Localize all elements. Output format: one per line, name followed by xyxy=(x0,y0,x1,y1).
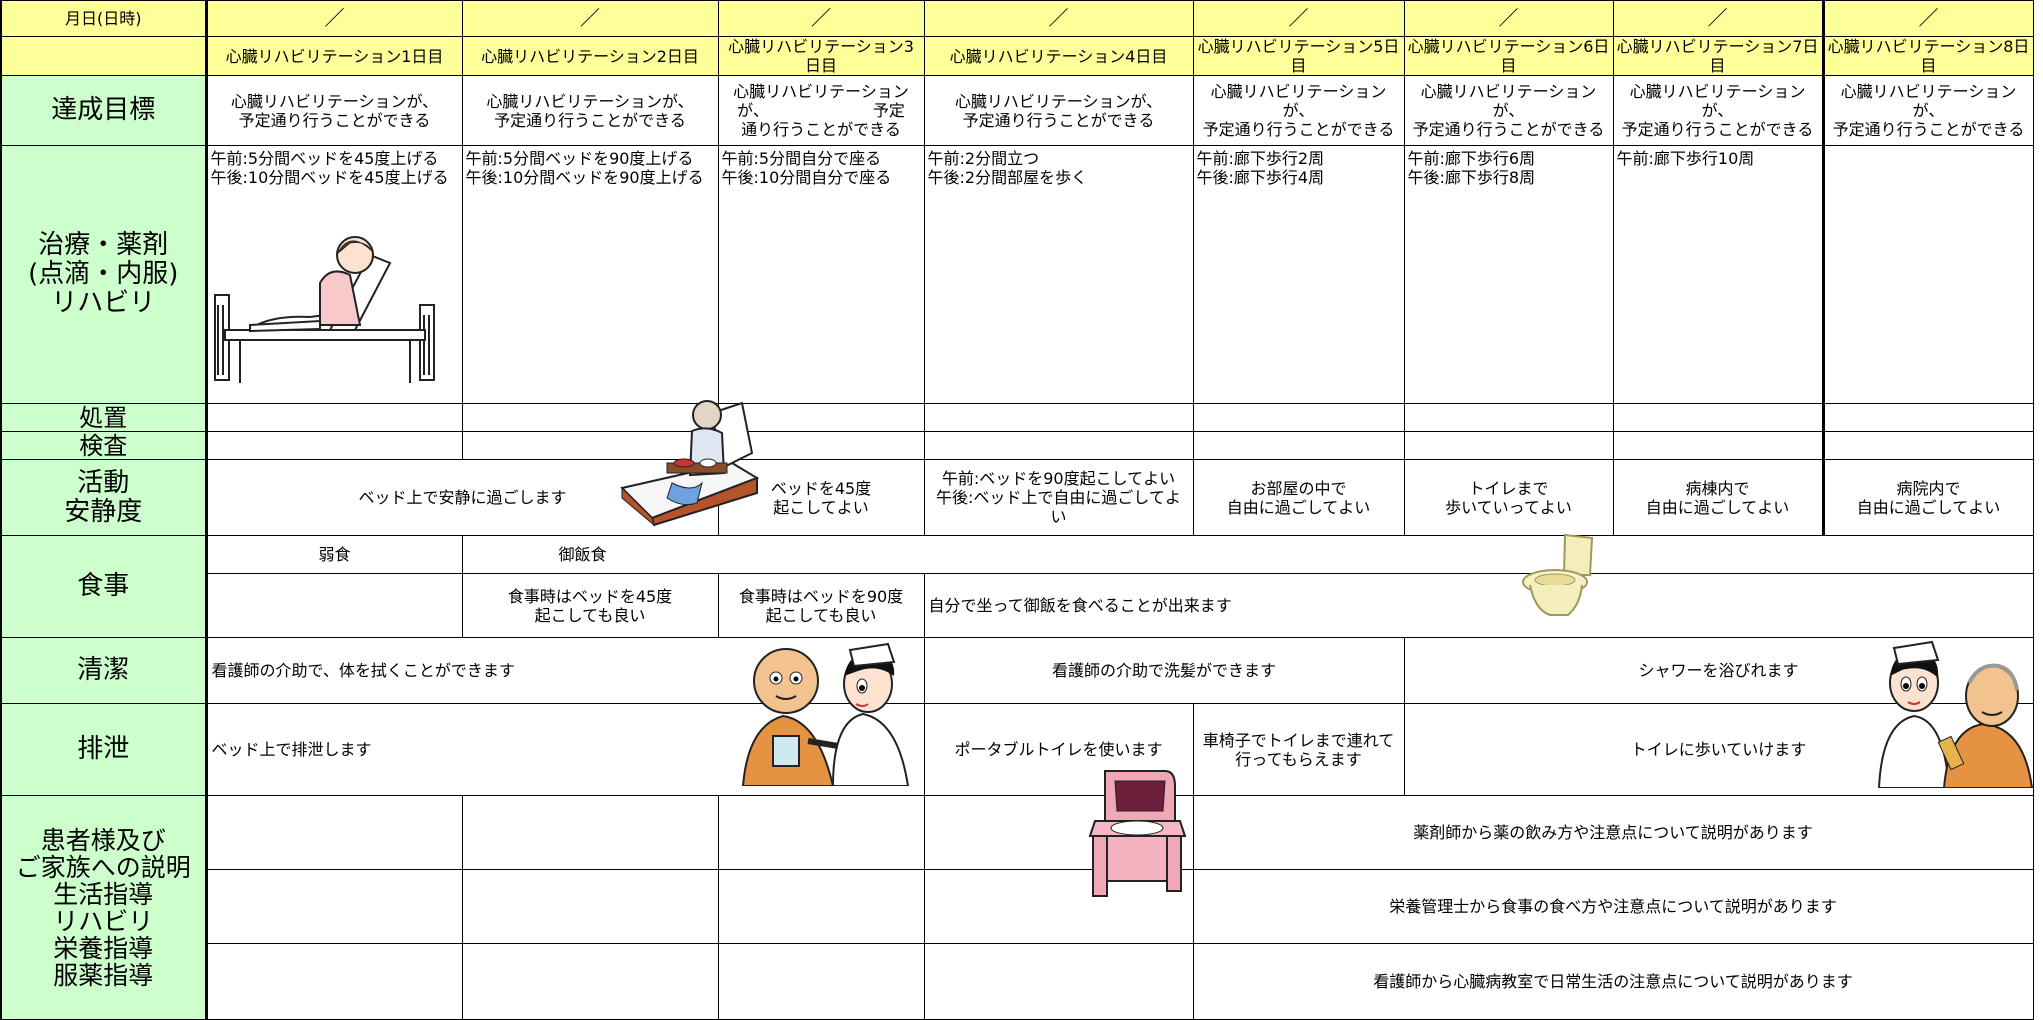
date-cell: ／ xyxy=(461,0,719,37)
activity-day4: 午前:ベッドを90度起こしてよい 午後:ベッド上で自由に過ごしてよ い xyxy=(923,459,1194,536)
hygiene-day6-8: シャワーを浴びれます xyxy=(1403,637,2034,704)
procedure-cell xyxy=(717,403,925,432)
day-header: 心臓リハビリテーション1日目 xyxy=(205,36,463,76)
day-header-blank xyxy=(0,36,208,76)
treatment-cell: 午前:廊下歩行6周 午後:廊下歩行8周 xyxy=(1403,145,1614,404)
activity-day1-2: ベッド上で安静に過ごします xyxy=(205,459,719,536)
procedure-cell xyxy=(205,403,463,432)
meal-day2: 食事時はベッドを45度 起こしても良い xyxy=(461,573,719,638)
excretion-day5: 車椅子でトイレまで連れて 行ってもらえます xyxy=(1192,703,1405,796)
explanation-cell xyxy=(923,869,1194,944)
exam-cell xyxy=(923,431,1194,460)
day-header: 心臓リハビリテーション7日目 xyxy=(1612,36,1824,76)
excretion-day6-8: トイレに歩いていけます xyxy=(1403,703,2034,796)
treatment-cell: 午前:5分間ベッドを90度上げる 午後:10分間ベッドを90度上げる xyxy=(461,145,719,404)
date-cell: ／ xyxy=(1192,0,1405,37)
meal-porridge: 弱食 xyxy=(205,535,463,574)
goal-cell: 心臓リハビリテーションが、 予定通り行うことができる xyxy=(1612,75,1824,146)
date-cell: ／ xyxy=(1821,0,2034,37)
treatment-cell: 午前:廊下歩行10周 xyxy=(1612,145,1824,404)
explanation-cell xyxy=(923,943,1194,1020)
explanation-dietitian: 栄養管理士から食事の食べ方や注意点について説明があります xyxy=(1192,869,2034,944)
procedure-cell xyxy=(1612,403,1824,432)
meal-day4-on: 自分で坐って御飯を食べることが出来ます xyxy=(923,573,2034,638)
goal-cell: 心臓リハビリテーションが、 予定通り行うことができる xyxy=(1403,75,1614,146)
exam-cell xyxy=(205,431,463,460)
meal-rice: 御飯食 xyxy=(461,535,2034,574)
procedure-cell xyxy=(461,403,719,432)
explanation-cell xyxy=(717,943,925,1020)
category-procedure: 処置 xyxy=(0,403,208,432)
category-goal: 達成目標 xyxy=(0,75,208,146)
category-explanation: 患者様及び ご家族への説明 生活指導 リハビリ 栄養指導 服薬指導 xyxy=(0,795,208,1020)
category-exam: 検査 xyxy=(0,431,208,460)
activity-day3: ベッドを45度 起こしてよい xyxy=(717,459,925,536)
category-treatment: 治療・薬剤 (点滴・内服) リハビリ xyxy=(0,145,208,404)
procedure-cell xyxy=(923,403,1194,432)
category-hygiene: 清潔 xyxy=(0,637,208,704)
explanation-cell xyxy=(461,869,719,944)
date-header-label: 月日(日時) xyxy=(0,0,208,37)
goal-cell: 心臓リハビリテーション が、 予定 通り行うことができる xyxy=(717,75,925,146)
procedure-cell xyxy=(1821,403,2034,432)
explanation-cell xyxy=(205,869,463,944)
date-cell: ／ xyxy=(205,0,463,37)
excretion-day1-3: ベッド上で排泄します xyxy=(205,703,925,796)
goal-cell: 心臓リハビリテーションが、 予定通り行うことができる xyxy=(1192,75,1405,146)
exam-cell xyxy=(1821,431,2034,460)
explanation-cell xyxy=(461,943,719,1020)
goal-cell: 心臓リハビリテーションが、 予定通り行うことができる xyxy=(923,75,1194,146)
exam-cell xyxy=(461,431,719,460)
treatment-cell: 午前:2分間立つ 午後:2分間部屋を歩く xyxy=(923,145,1194,404)
explanation-cell xyxy=(461,795,719,870)
goal-cell: 心臓リハビリテーションが、 予定通り行うことができる xyxy=(461,75,719,146)
treatment-cell: 午前:5分間ベッドを45度上げる 午後:10分間ベッドを45度上げる xyxy=(205,145,463,404)
hygiene-day1-3: 看護師の介助で、体を拭くことができます xyxy=(205,637,925,704)
date-cell: ／ xyxy=(1403,0,1614,37)
activity-day8: 病院内で 自由に過ごしてよい xyxy=(1821,459,2034,536)
activity-day7: 病棟内で 自由に過ごしてよい xyxy=(1612,459,1824,536)
day-header: 心臓リハビリテーション2日目 xyxy=(461,36,719,76)
procedure-cell xyxy=(1403,403,1614,432)
explanation-nurse: 看護師から心臓病教室で日常生活の注意点について説明があります xyxy=(1192,943,2034,1020)
exam-cell xyxy=(1192,431,1405,460)
date-cell: ／ xyxy=(923,0,1194,37)
day-header: 心臓リハビリテーション5日目 xyxy=(1192,36,1405,76)
exam-cell xyxy=(1403,431,1614,460)
hygiene-day4-5: 看護師の介助で洗髪ができます xyxy=(923,637,1405,704)
date-cell: ／ xyxy=(717,0,925,37)
treatment-cell: 午前:5分間自分で座る 午後:10分間自分で座る xyxy=(717,145,925,404)
date-cell: ／ xyxy=(1612,0,1824,37)
category-activity: 活動 安静度 xyxy=(0,459,208,536)
explanation-pharmacist: 薬剤師から薬の飲み方や注意点について説明があります xyxy=(1192,795,2034,870)
day-header: 心臓リハビリテーション8日目 xyxy=(1821,36,2034,76)
goal-cell: 心臓リハビリテーション が、 予定通り行うことができる xyxy=(1821,75,2034,146)
day-header: 心臓リハビリテーション6日目 xyxy=(1403,36,1614,76)
category-excretion: 排泄 xyxy=(0,703,208,796)
treatment-cell xyxy=(1821,145,2034,404)
meal-day3: 食事時はベッドを90度 起こしても良い xyxy=(717,573,925,638)
explanation-cell xyxy=(717,795,925,870)
procedure-cell xyxy=(1192,403,1405,432)
exam-cell xyxy=(1612,431,1824,460)
category-meal: 食事 xyxy=(0,535,208,638)
goal-cell: 心臓リハビリテーションが、 予定通り行うことができる xyxy=(205,75,463,146)
explanation-cell xyxy=(205,943,463,1020)
activity-day5: お部屋の中で 自由に過ごしてよい xyxy=(1192,459,1405,536)
excretion-day4: ポータブルトイレを使います xyxy=(923,703,1194,796)
day-header: 心臓リハビリテーション4日目 xyxy=(923,36,1194,76)
explanation-cell xyxy=(205,795,463,870)
explanation-cell xyxy=(717,869,925,944)
activity-day6: トイレまで 歩いていってよい xyxy=(1403,459,1614,536)
treatment-cell: 午前:廊下歩行2周 午後:廊下歩行4周 xyxy=(1192,145,1405,404)
meal-day1-blank xyxy=(205,573,463,638)
exam-cell xyxy=(717,431,925,460)
day-header: 心臓リハビリテーション3日目 xyxy=(717,36,925,76)
explanation-cell xyxy=(923,795,1194,870)
